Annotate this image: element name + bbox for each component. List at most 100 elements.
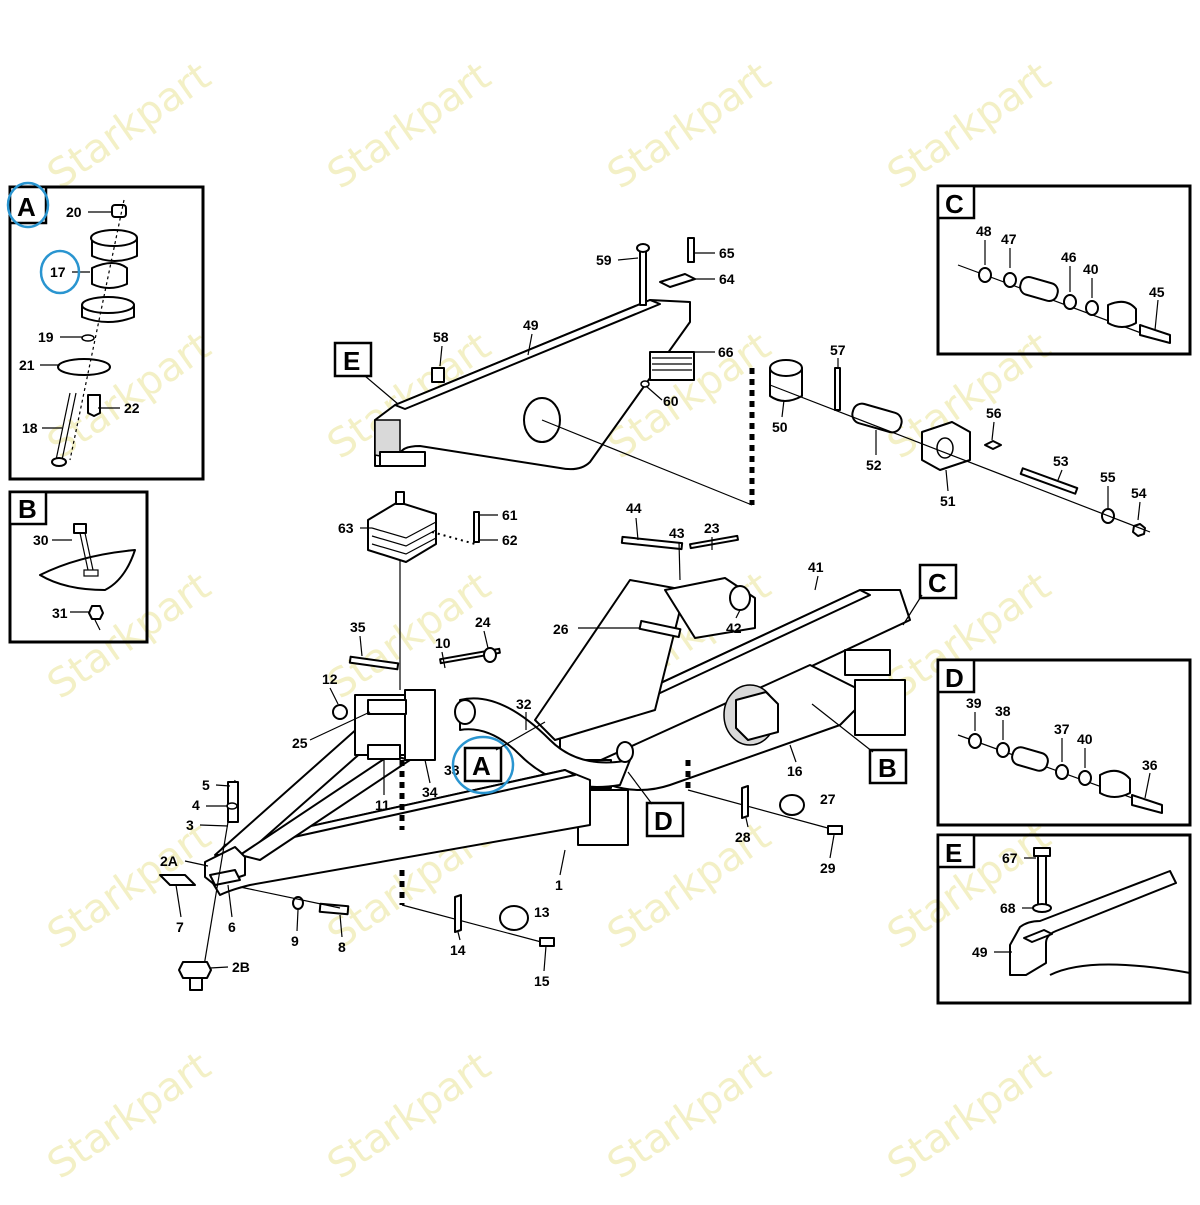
leader-line: [441, 651, 446, 669]
block: [1023, 929, 1053, 943]
detail-box-b: B 30 31: [8, 490, 149, 644]
washer: [968, 733, 982, 749]
callout-d[interactable]: D: [627, 771, 685, 838]
part-label: 48: [976, 223, 992, 239]
leader-line: [617, 257, 639, 261]
tip-plate-7: [159, 874, 196, 886]
part-label: 36: [1142, 757, 1158, 773]
bolt-shaft: [84, 532, 94, 571]
eye-bushing: [1099, 769, 1131, 798]
part-label: 6: [228, 919, 236, 935]
bolt-shaft: [1037, 854, 1047, 906]
callout-letter: A: [472, 751, 491, 781]
callout-e[interactable]: E: [333, 341, 399, 405]
leader-line: [735, 609, 741, 619]
leader-line: [296, 909, 299, 932]
slot: [83, 569, 99, 577]
pin-14: [454, 894, 462, 933]
beam-lower-edge: [1049, 963, 1191, 976]
bolt: [687, 237, 695, 263]
part-label: 33: [444, 762, 460, 778]
part-label: 47: [1001, 231, 1017, 247]
leader-line: [1057, 469, 1063, 481]
washer-24: [483, 647, 497, 663]
leader-line: [309, 711, 371, 741]
part-label: 39: [966, 695, 982, 711]
part-label: 37: [1054, 721, 1070, 737]
centerline: [69, 199, 125, 461]
sleeve: [1011, 746, 1049, 772]
leader-line: [991, 421, 995, 441]
bolt-head: [51, 457, 67, 467]
callout-c[interactable]: C: [902, 563, 958, 626]
bolt-head: [1033, 847, 1051, 857]
detail-letter-box: [936, 658, 976, 694]
watermark: Starkpart: [879, 53, 1059, 198]
part-label: 31: [52, 605, 68, 621]
part-label: 44: [626, 500, 642, 516]
part-label: 60: [663, 393, 679, 409]
detail-letter-box: [8, 185, 48, 225]
callout-letter: D: [654, 806, 673, 836]
leader-line: [635, 517, 639, 541]
callout-a[interactable]: A: [451, 721, 546, 795]
leader-line: [227, 884, 233, 918]
washer: [978, 267, 992, 283]
part-label: 29: [820, 860, 836, 876]
mount-coils: [652, 357, 692, 371]
leader-line: [527, 333, 533, 356]
arm-32: [459, 697, 631, 788]
sleeve-52: [851, 402, 903, 434]
callout-box[interactable]: [463, 746, 503, 783]
part-label: 15: [534, 973, 550, 989]
leader-line: [1137, 501, 1141, 521]
callout-b[interactable]: B: [811, 703, 908, 785]
mount-stud: [395, 491, 405, 505]
long-bolt: [639, 249, 647, 306]
part-label: 22: [124, 400, 140, 416]
bushing-42: [729, 585, 751, 611]
part-label: 59: [596, 252, 612, 268]
part-label: 40: [1083, 261, 1099, 277]
part-label: 34: [422, 784, 438, 800]
bolt: [1139, 324, 1171, 344]
reference-line: [687, 789, 836, 831]
sleeve: [1019, 276, 1059, 302]
callout-box[interactable]: [645, 801, 685, 838]
highlight-circle: [451, 735, 515, 795]
spacer-block: [659, 273, 696, 288]
part-label: 57: [830, 342, 846, 358]
leader-line: [814, 575, 819, 591]
part-label: 11: [375, 797, 390, 813]
leader-line: [329, 687, 339, 705]
bolt-head: [636, 243, 650, 253]
part-label: 2B: [232, 959, 250, 975]
bushing-top: [769, 359, 803, 377]
part-label: 8: [338, 939, 346, 955]
mount-bracket-rear: [854, 679, 906, 736]
callout-box[interactable]: [918, 563, 958, 600]
part-label: 19: [38, 329, 54, 345]
leader-line: [829, 834, 835, 859]
callout-box[interactable]: [868, 748, 908, 785]
part-label: 12: [322, 671, 338, 687]
bushing-upper-top: [90, 229, 138, 247]
plate-side: [404, 689, 436, 761]
part-label: 18: [22, 420, 38, 436]
part-label: 25: [292, 735, 308, 751]
detail-frame: [8, 490, 149, 644]
detail-frame: [936, 184, 1192, 356]
part-label: 52: [866, 457, 882, 473]
detail-box-e: E 67 68 49: [936, 833, 1192, 1005]
part-label: 3: [186, 817, 194, 833]
part-label: 20: [66, 204, 82, 220]
callout-box[interactable]: [333, 341, 373, 378]
detail-box-c: C 48 47 46 40 45: [936, 184, 1192, 356]
part-label: 32: [516, 696, 532, 712]
callout-arrow: [627, 771, 653, 805]
washer-small: [81, 334, 95, 342]
leader-line: [209, 966, 229, 969]
joint-2b: [178, 961, 212, 979]
plate-11: [367, 744, 401, 760]
leader-line: [1154, 299, 1159, 331]
